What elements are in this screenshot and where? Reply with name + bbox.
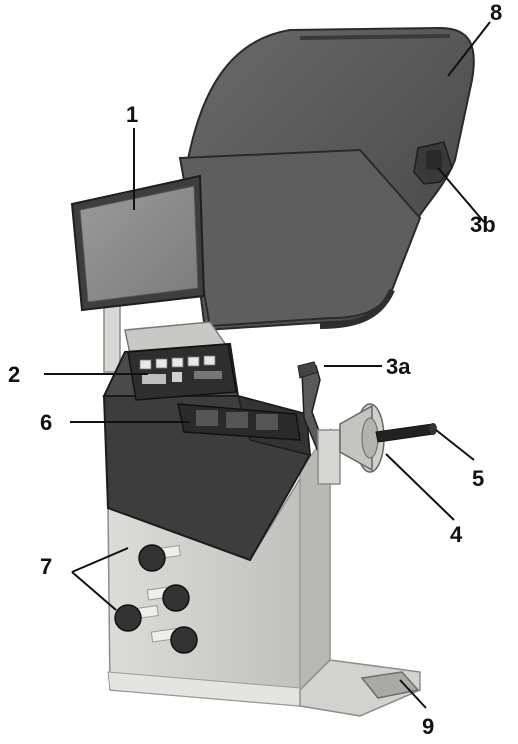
storage-pin bbox=[138, 544, 181, 572]
foot-pedal bbox=[360, 671, 420, 699]
callout-2: 2 bbox=[8, 362, 20, 387]
callout-3a: 3a bbox=[386, 354, 411, 379]
callout-5: 5 bbox=[472, 466, 484, 491]
storage-pin bbox=[146, 584, 190, 612]
storage-pin bbox=[114, 604, 159, 632]
clamping-cone bbox=[339, 403, 385, 473]
leader-5 bbox=[435, 429, 475, 461]
callout-8: 8 bbox=[490, 0, 502, 25]
leader-7b bbox=[71, 571, 117, 611]
callout-7: 7 bbox=[40, 554, 52, 579]
leader-lines bbox=[44, 21, 491, 709]
leader-4 bbox=[385, 453, 455, 521]
callout-9: 9 bbox=[422, 714, 434, 739]
callout-1: 1 bbox=[126, 102, 138, 127]
shaft bbox=[375, 423, 437, 443]
monitor bbox=[70, 174, 206, 312]
storage-pin bbox=[150, 626, 198, 654]
hub-housing bbox=[317, 429, 341, 485]
monitor-pole bbox=[103, 299, 121, 373]
weight-tray bbox=[177, 403, 301, 441]
control-panel bbox=[127, 343, 237, 401]
leader-9 bbox=[399, 679, 427, 709]
callout-6: 6 bbox=[40, 410, 52, 435]
callout-3b: 3b bbox=[470, 212, 496, 237]
leader-3b bbox=[437, 167, 485, 223]
wheel-guard bbox=[178, 26, 475, 332]
storage-pins bbox=[114, 544, 198, 654]
leader-8 bbox=[447, 21, 491, 77]
leader-7a bbox=[71, 547, 129, 573]
callout-4: 4 bbox=[450, 522, 463, 547]
